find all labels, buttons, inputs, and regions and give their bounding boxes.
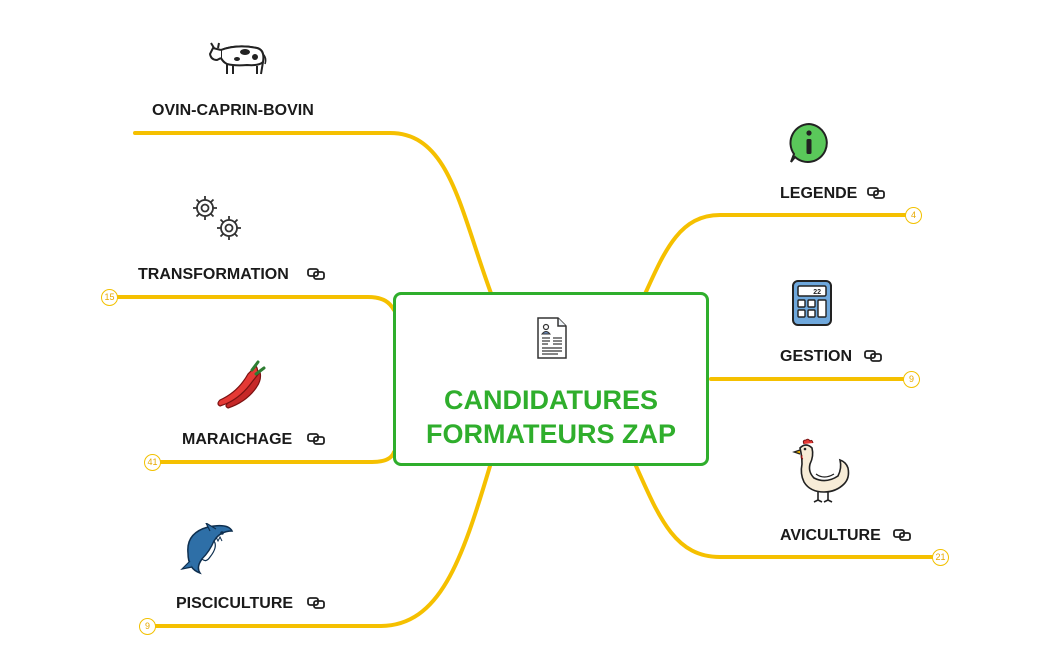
connector-pisciculture — [154, 464, 492, 628]
count-badge-transformation[interactable]: 15 — [101, 289, 118, 306]
branch-label-pisciculture[interactable]: PISCICULTURE — [176, 595, 294, 612]
count-badge-maraichage[interactable]: 41 — [144, 454, 161, 471]
link-icon[interactable] — [867, 187, 885, 199]
connector-legende — [643, 213, 907, 296]
branch-label-legende[interactable]: LEGENDE — [780, 185, 858, 202]
branch-label-gestion[interactable]: GESTION — [780, 348, 853, 365]
central-title: CANDIDATURES FORMATEURS ZAP — [396, 383, 706, 451]
branch-label-transformation[interactable]: TRANSFORMATION — [138, 266, 289, 283]
connector-ovin — [133, 131, 494, 298]
document-icon — [537, 317, 567, 359]
count-badge-gestion[interactable]: 9 — [903, 371, 920, 388]
cow-icon — [208, 42, 267, 75]
shark-icon — [180, 523, 234, 575]
branch-label-ovin[interactable]: OVIN-CAPRIN-BOVIN — [152, 102, 314, 119]
central-title-line2: FORMATEURS ZAP — [426, 419, 676, 449]
info-icon — [789, 122, 828, 163]
link-icon[interactable] — [307, 268, 325, 280]
central-topic[interactable]: CANDIDATURES FORMATEURS ZAP — [393, 292, 709, 466]
calculator-icon: 22 — [792, 280, 832, 326]
count-badge-aviculture[interactable]: 21 — [932, 549, 949, 566]
gears-icon — [193, 196, 241, 240]
count-badge-legende[interactable]: 4 — [905, 207, 922, 224]
link-icon[interactable] — [307, 597, 325, 609]
connector-maraichage — [158, 450, 396, 464]
chicken-icon — [792, 438, 850, 503]
central-title-line1: CANDIDATURES — [444, 385, 658, 415]
link-icon[interactable] — [307, 433, 325, 445]
connector-aviculture — [634, 464, 934, 559]
count-badge-pisciculture[interactable]: 9 — [139, 618, 156, 635]
connector-transformation — [116, 295, 396, 312]
link-icon[interactable] — [864, 350, 882, 362]
link-icon[interactable] — [893, 529, 911, 541]
branch-label-aviculture[interactable]: AVICULTURE — [780, 527, 881, 544]
calculator-display: 22 — [813, 289, 821, 296]
chili-pepper-icon — [217, 360, 266, 409]
branch-label-maraichage[interactable]: MARAICHAGE — [182, 431, 293, 448]
